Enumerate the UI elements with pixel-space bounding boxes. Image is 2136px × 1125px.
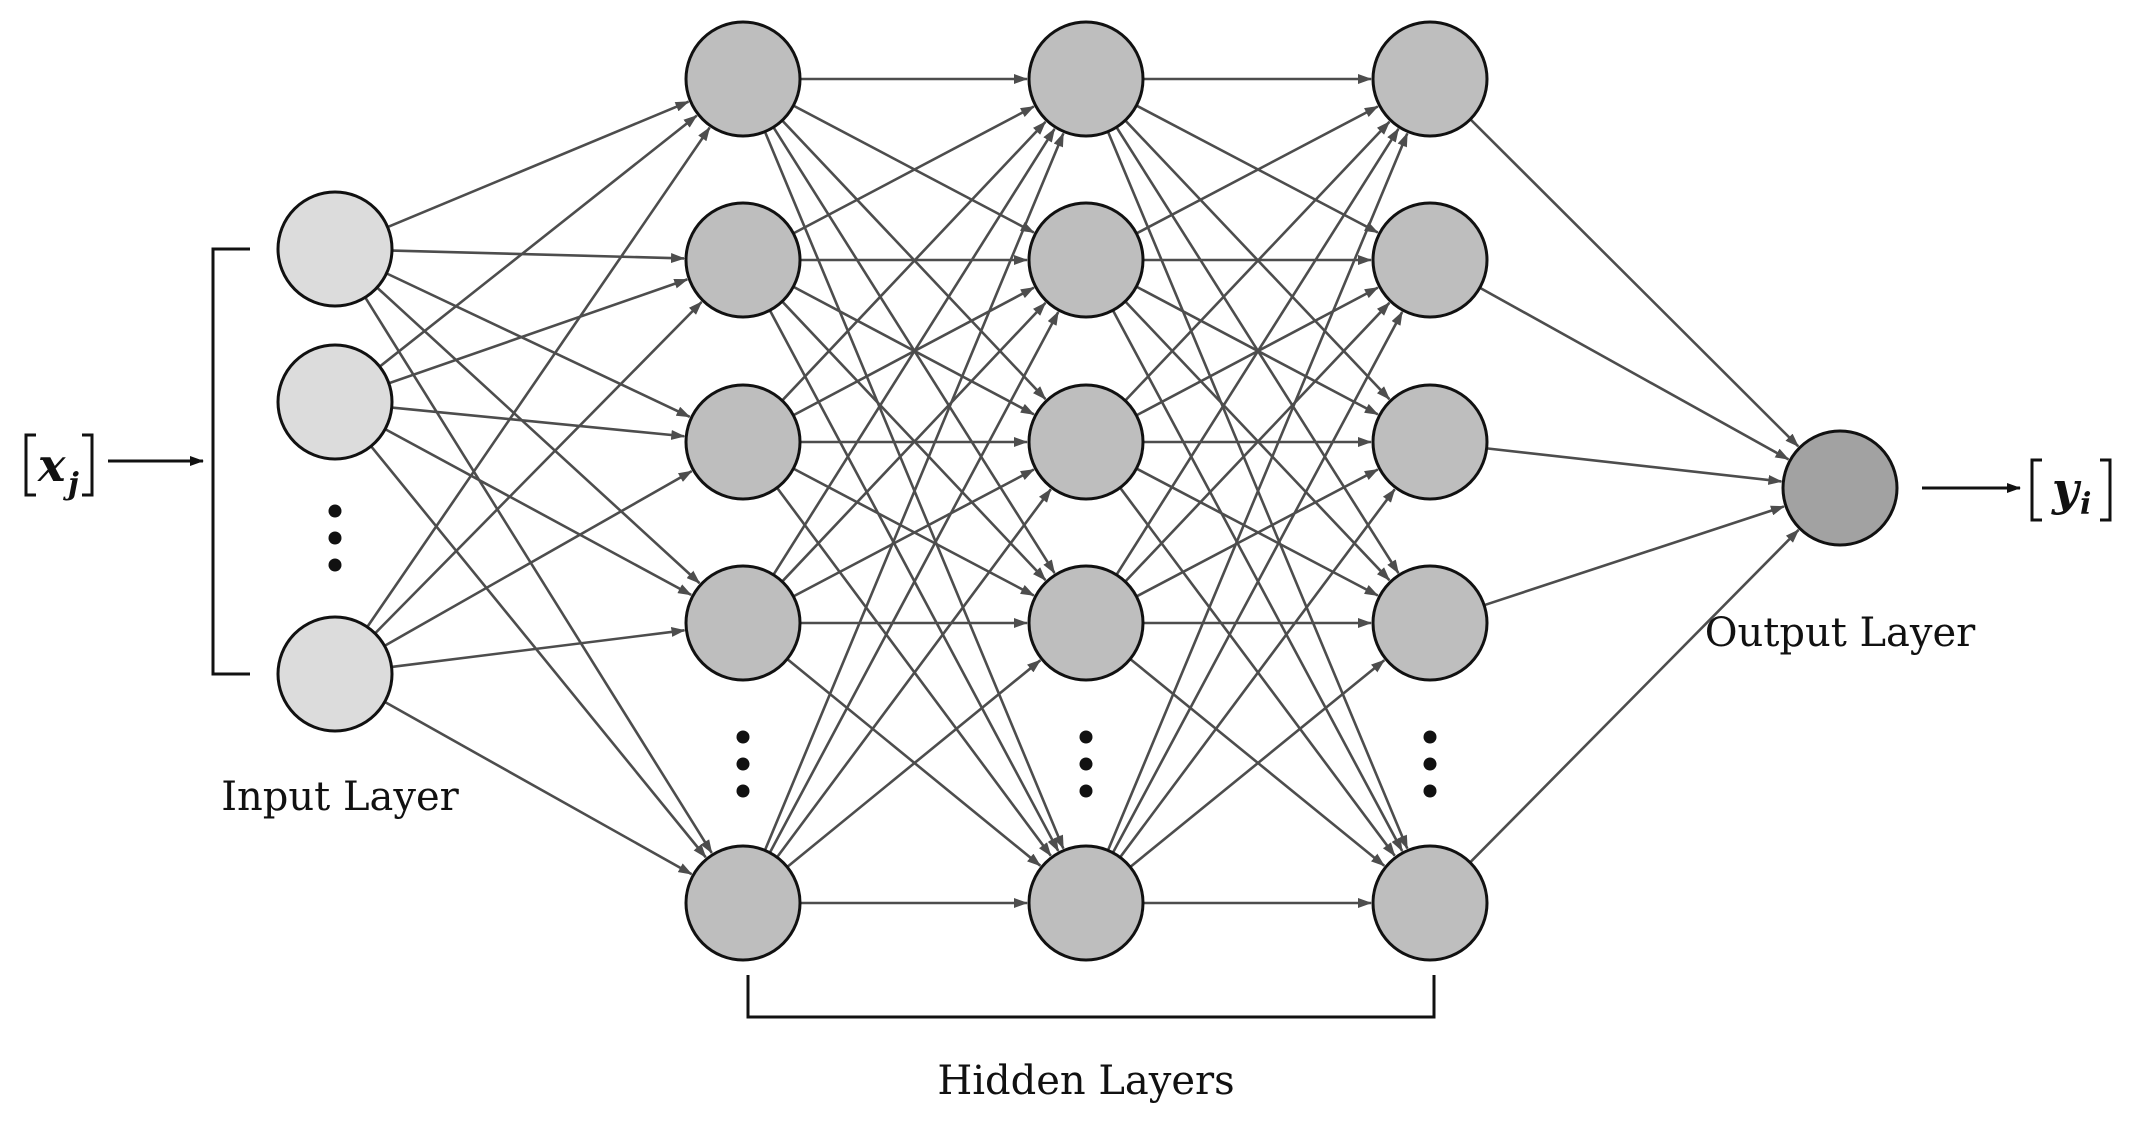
hidden-2-neuron <box>1027 20 1145 138</box>
output-vector: y i <box>2030 458 2112 522</box>
edge-input-to-hidden-1 <box>391 626 686 669</box>
input-vector-left-bracket <box>24 433 36 497</box>
edge-input-to-hidden-1 <box>383 470 693 647</box>
hidden-2-neuron <box>1027 383 1145 501</box>
hidden-1-neuron <box>684 383 802 501</box>
edge-input-to-hidden-1 <box>384 700 693 876</box>
edge-input-to-hidden-1 <box>385 272 691 418</box>
edge-hidden-1-to-hidden-2 <box>772 128 1056 576</box>
edge-input-to-hidden-1 <box>376 286 701 585</box>
hidden-1-ellipsis-dot <box>736 784 750 798</box>
edge-hidden-2-to-hidden-3 <box>1124 120 1391 402</box>
edge-hidden-2-to-hidden-3 <box>1119 488 1396 859</box>
edge-hidden-3-to-output <box>1483 505 1785 607</box>
hidden-1-ellipsis-dot <box>736 730 750 744</box>
edge-hidden-2-to-hidden-3 <box>1115 128 1400 576</box>
edge-input-to-hidden-1 <box>387 100 690 229</box>
edge-hidden-2-to-hidden-3 <box>1129 659 1386 869</box>
edge-input-to-hidden-1 <box>388 278 689 385</box>
edge-hidden-2-to-hidden-3 <box>1135 468 1379 598</box>
hidden-layers-bracket <box>746 975 1436 1019</box>
input-vector-right-bracket <box>82 433 94 497</box>
edge-hidden-1-to-hidden-2 <box>763 132 1065 851</box>
hidden-3-ellipsis-dot <box>1423 784 1437 798</box>
edge-hidden-2-to-hidden-3 <box>1111 311 1404 854</box>
hidden-3-ellipsis-dot <box>1423 730 1437 744</box>
edge-hidden-3-to-output <box>1479 286 1790 461</box>
edge-hidden-3-to-output <box>1486 447 1783 485</box>
edge-input-to-hidden-1 <box>369 445 707 859</box>
edge-hidden-1-to-hidden-2 <box>786 659 1042 868</box>
neuron-nodes <box>276 20 1899 962</box>
edge-hidden-3-to-output <box>1469 118 1800 448</box>
hidden-3-neuron <box>1371 201 1489 319</box>
input-neuron <box>276 343 394 461</box>
hidden-1-neuron <box>684 564 802 682</box>
output-vector-right-bracket <box>2100 458 2112 522</box>
edge-hidden-1-to-hidden-2 <box>792 468 1035 598</box>
input-neuron <box>276 190 394 308</box>
connection-edges <box>364 74 1800 908</box>
hidden-1-neuron <box>684 201 802 319</box>
input-vector-symbol: x <box>37 438 66 492</box>
edge-input-to-hidden-1 <box>374 301 703 635</box>
edge-hidden-1-to-hidden-2 <box>781 301 1047 583</box>
edge-input-to-hidden-1 <box>391 249 686 264</box>
edge-hidden-2-to-hidden-3 <box>1124 301 1391 583</box>
input-vector: x j <box>24 433 94 502</box>
hidden-3-neuron <box>1371 383 1489 501</box>
edge-hidden-1-to-hidden-2 <box>781 120 1047 402</box>
output-vector-left-bracket <box>2030 458 2042 522</box>
hidden-1-neuron <box>684 20 802 138</box>
edge-hidden-1-to-hidden-2 <box>792 105 1035 235</box>
output-neuron <box>1781 429 1899 547</box>
hidden-2-ellipsis-dot <box>1079 757 1093 771</box>
hidden-2-ellipsis-dot <box>1079 784 1093 798</box>
hidden-2-neuron <box>1027 844 1145 962</box>
hidden-1-neuron <box>684 844 802 962</box>
input-ellipsis-dot <box>328 558 342 572</box>
edge-input-to-hidden-1 <box>378 114 698 368</box>
edge-hidden-1-to-hidden-2 <box>768 311 1060 854</box>
output-layer-label: Output Layer <box>1705 610 1976 656</box>
edge-input-to-hidden-1 <box>391 406 686 440</box>
hidden-3-neuron <box>1371 844 1489 962</box>
input-ellipsis-dot <box>328 504 342 518</box>
edge-hidden-2-to-hidden-3 <box>1106 132 1409 851</box>
hidden-2-neuron <box>1027 564 1145 682</box>
output-vector-symbol: y <box>2051 462 2082 516</box>
input-layer-bracket <box>211 247 250 676</box>
output-vector-subscript: i <box>2080 487 2091 522</box>
hidden-layers-label: Hidden Layers <box>937 1058 1234 1104</box>
edge-input-to-hidden-1 <box>366 126 711 628</box>
hidden-3-neuron <box>1371 564 1489 682</box>
edge-hidden-2-to-hidden-3 <box>1135 105 1379 235</box>
hidden-3-neuron <box>1371 20 1489 138</box>
hidden-2-neuron <box>1027 201 1145 319</box>
hidden-3-ellipsis-dot <box>1423 757 1437 771</box>
hidden-1-ellipsis-dot <box>736 757 750 771</box>
input-layer-label: Input Layer <box>221 774 459 820</box>
edge-input-to-hidden-1 <box>364 296 713 854</box>
input-ellipsis-dot <box>328 531 342 545</box>
edge-hidden-3-to-output <box>1469 529 1800 864</box>
input-neuron <box>276 615 394 733</box>
hidden-2-ellipsis-dot <box>1079 730 1093 744</box>
edge-hidden-1-to-hidden-2 <box>775 488 1052 859</box>
edge-input-to-hidden-1 <box>384 428 693 597</box>
